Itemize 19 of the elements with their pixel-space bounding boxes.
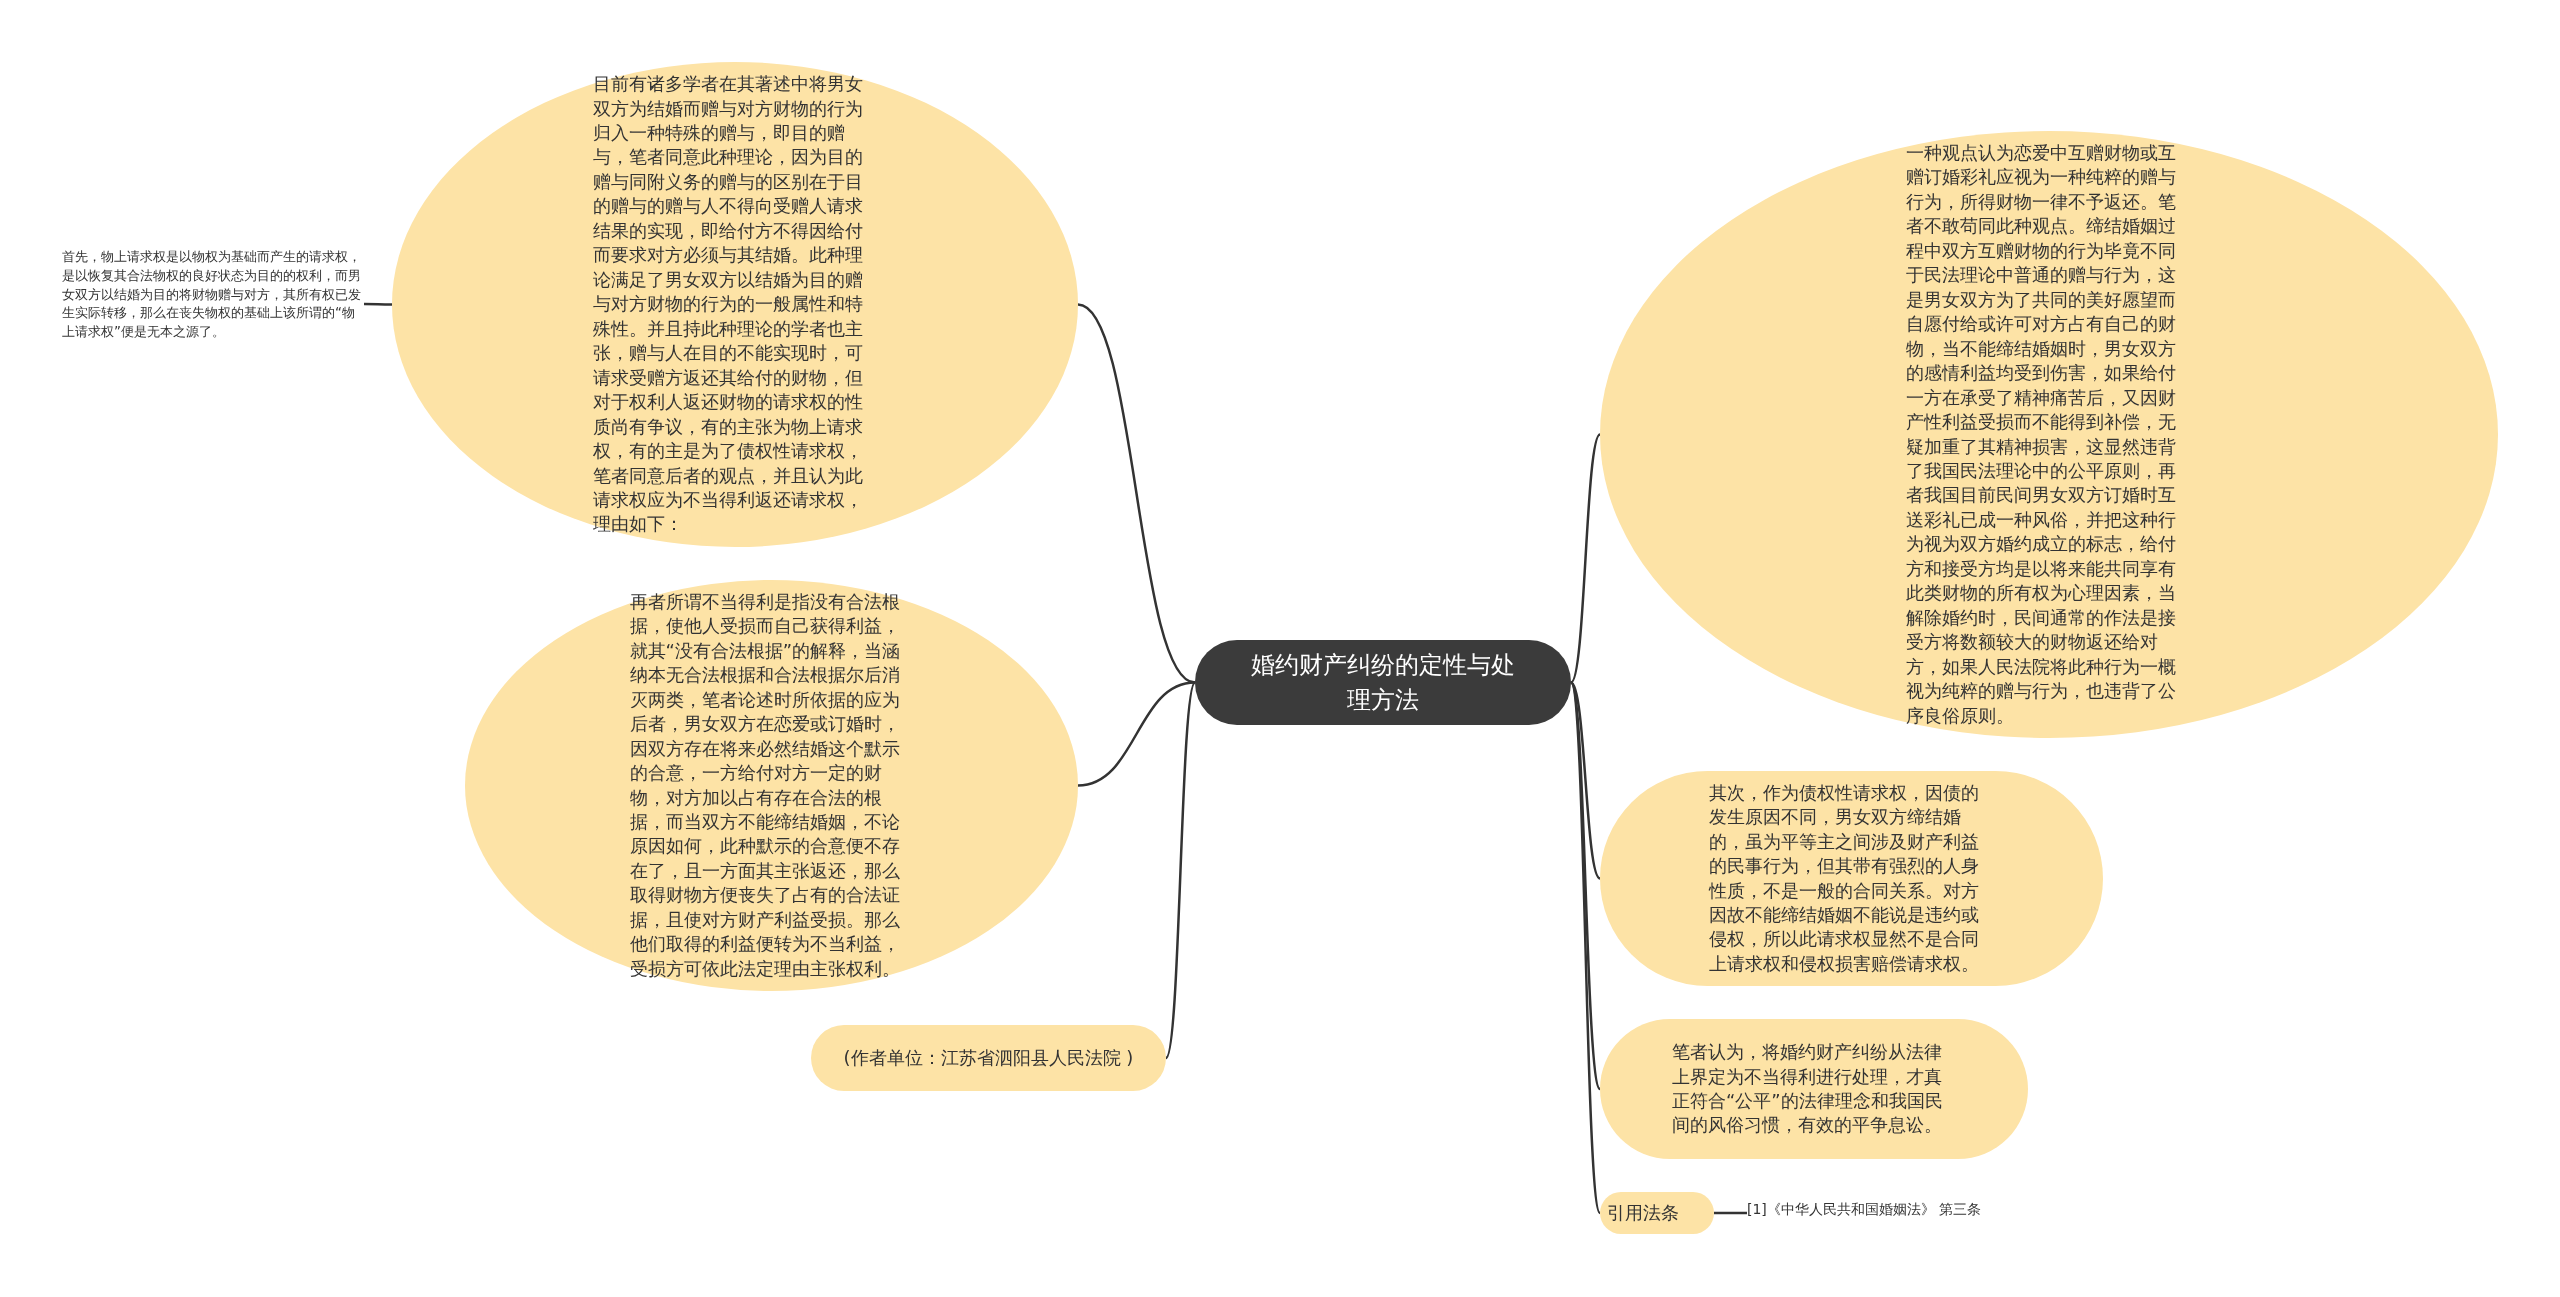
note-text: [1]《中华人民共和国婚姻法》 第三条 [1747, 1200, 2047, 1226]
connector-line [1077, 681, 1196, 787]
note-text: 首先，物上请求权是以物权为基础而产生的请求权，是以恢复其合法物权的良好状态为目的的权利，而男女双方以结婚为目的将财物赠与对方，其所有权已发生实际转移，那么在丧失物权的基础上该所谓的“物上请求权”便是无本之源了。 [62, 248, 364, 360]
bubble-text: 目前有诸多学者在其著述中将男女双方为结婚而赠与对方财物的行为归入一种特殊的赠与，即目的赠与，笔者同意此种理论，因为目的赠与同附义务的赠与的区别在于目的赠与的赠与人不得向受赠人请求结果的实现，即给付方不得因给付而要求对方必须与其结婚。此种理论满足了男女双方以结婚为目的赠与对方财物的行为的一般属性和特殊性。并且持此种理论的学者也主张，赠与人在目的不能实现时，可请求受赠方返还其给付的财物，但对于权利人返还财物的请求权的性质尚有争议，有的主张为物上请求权，有的主是为了债权性请求权，笔者同意后者的观点，并且认为此请求权应为不当得利返还请求权，理由如下： [593, 72, 864, 537]
connector-line [1569, 682, 1602, 1214]
bubble-text: 一种观点认为恋爱中互赠财物或互赠订婚彩礼应视为一种纯粹的赠与行为，所得财物一律不予返还。笔者不敢苟同此种观点。缔结婚姻过程中双方互赠财物的行为毕竟不同于民法理论中普通的赠与行为，这是男女双方为了共同的美好愿望而自愿付给或许可对方占有自己的财物，当不能缔结婚姻时，男女双方的感情利益均受到伤害，如果给付一方在承受了精神痛苦后，又因财产性利益受损而不能得到补偿，无疑加重了其精神损害，这显然违背了我国民法理论中的公平原则，再者我国目前民间男女双方订婚时互送彩礼已成一种风俗，并把这种行为视为双方婚约成立的标志，给付方和接受方均是以将来能共同享有此类财物的所有权为心理因素，当解除婚约时，民间通常的作法是接受方将数额较大的财物返还给对方，如果人民法院将此种行为一概视为纯粹的赠与行为，也违背了公序良俗原则。 [1906, 140, 2177, 728]
bubble-text: 其次，作为债权性请求权，因债的发生原因不同，男女双方缔结婚的，虽为平等主之间涉及财产利益的民事行为，但其带有强烈的人身性质，不是一般的合同关系。对方因故不能缔结婚姻不能说是违约或侵权，所以此请求权显然不是合同上请求权和侵权损害赔偿请求权。 [1708, 780, 1980, 976]
connector-line [1570, 681, 1601, 880]
bubble-text: 引用法条 [1607, 1200, 1680, 1225]
bubble-text: 笔者认为，将婚约财产纠纷从法律上界定为不当得利进行处理，才真正符合“公平”的法律理念和我国民间的风俗习惯，有效的平争息讼。 [1672, 1040, 1944, 1138]
topic-title: 婚约财产纠纷的定性与处理方法 [1250, 649, 1516, 716]
topic-bubble [1195, 640, 1571, 725]
connector-line [1164, 682, 1197, 1059]
bubble-text: (作者单位：江苏省泗阳县人民法院 ) [843, 1045, 1134, 1070]
text-bubble [811, 1025, 1166, 1091]
connector-line [1714, 1211, 1747, 1215]
text-bubble [1600, 1192, 1714, 1234]
bubble-text: 再者所谓不当得利是指没有合法根据，使他人受损而自己获得利益，就其“没有合法根据”的解释，当涵纳本无合法根据和合法根据尔后消灭两类，笔者论述时所依据的应为后者，男女双方在恋爱或订婚时，因双方存在将来必然结婚这个默示的合意，一方给付对方一定的财物，对方加以占有存在合法的根据，而当双方不能缔结婚姻，不论原因如何，此种默示的合意便不存在了，且一方面其主张返还，那么取得财物方便丧失了占有的合法证据，且使对方财产利益受损。那么他们取得的利益便转为不当利益，受损方可依此法定理由主张权利。 [629, 589, 902, 981]
connector-line [364, 302, 392, 306]
